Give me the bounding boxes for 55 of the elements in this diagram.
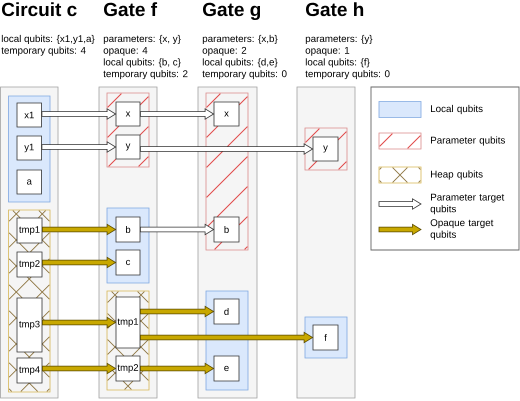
arrow	[140, 332, 314, 344]
qubit-box: f	[312, 324, 338, 350]
panel-heading: Gate h	[306, 2, 364, 16]
info-line: temporary qubits: 4	[1, 46, 86, 56]
qubit-box: tmp4	[16, 358, 42, 384]
info-line: temporary qubits: 2	[103, 70, 188, 80]
qubit-box: y	[312, 136, 338, 162]
arrow	[140, 362, 214, 374]
arrow	[42, 108, 116, 120]
panel-heading: Gate g	[202, 2, 260, 20]
qubit-box: tmp3	[16, 298, 42, 352]
panel-heading: Circuit c	[2, 2, 77, 16]
legend-label: Heap qubits	[431, 170, 483, 180]
info-line: local qubits: {f}	[306, 58, 370, 68]
arrow	[42, 256, 116, 268]
info-line: opaque: 2	[202, 46, 246, 56]
arrow	[42, 141, 116, 153]
legend-label: Opaque target qubits	[430, 219, 494, 240]
info-line: parameters: {y}	[306, 34, 372, 44]
qubit-box: tmp1	[16, 218, 42, 244]
qubit-box: d	[214, 298, 240, 324]
arrow	[140, 306, 214, 318]
info-line: temporary qubits: 0	[305, 70, 390, 80]
arrow	[42, 316, 116, 328]
qubit-box: b	[116, 216, 140, 242]
qubit-box: tmp1	[116, 296, 140, 348]
parameter-qubits-area	[106, 92, 150, 168]
legend-label: Parameter qubits	[431, 136, 505, 146]
qubit-box: a	[16, 170, 42, 194]
qubit-box: tmp2	[16, 252, 42, 278]
arrow	[140, 224, 214, 236]
arrow	[140, 143, 314, 155]
info-line: local qubits: {x1,y1,a}	[2, 34, 95, 44]
info-line: opaque: 4	[104, 46, 148, 56]
qubit-box: c	[116, 250, 140, 276]
info-line: parameters: {x, y}	[104, 34, 181, 44]
arrow	[42, 224, 116, 236]
qubit-box: x	[214, 102, 240, 126]
qubit-box: y	[116, 134, 140, 160]
panel-heading: Gate f	[104, 2, 158, 16]
legend-label: Parameter target qubits	[430, 194, 504, 214]
arrow	[140, 108, 214, 120]
info-line: local qubits: {d,e}	[202, 58, 278, 68]
qubit-box: tmp2	[116, 356, 140, 382]
info-line: temporary qubits: 0	[202, 70, 287, 80]
qubit-box: x	[116, 102, 140, 126]
legend-label: Local qubits	[431, 104, 483, 114]
info-line: parameters: {x,b}	[202, 34, 278, 44]
qubit-box: b	[214, 216, 240, 242]
info-line: opaque: 1	[306, 46, 350, 56]
qubit-box: x1	[16, 102, 42, 128]
info-line: local qubits: {b, c}	[104, 58, 181, 68]
arrow	[42, 362, 116, 374]
qubit-box: e	[214, 356, 240, 382]
qubit-box: y1	[16, 136, 42, 160]
